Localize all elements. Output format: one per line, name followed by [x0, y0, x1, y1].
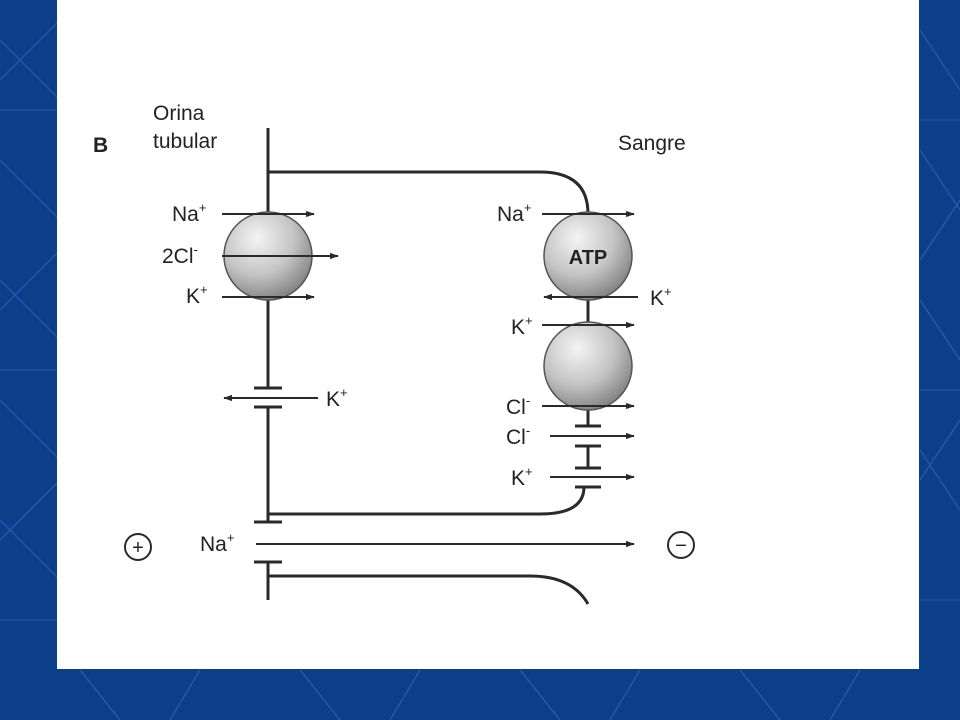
apical-k-channel-label: K+: [326, 385, 348, 411]
neighbor-cell-outline: [268, 574, 590, 605]
kcc-transporter: [543, 321, 633, 411]
blood-label: Sangre: [618, 132, 686, 155]
positive-potential-symbol: +: [132, 537, 144, 559]
cell-outline-bottom: [268, 486, 586, 516]
basolateral-k-channel-label: K+: [511, 464, 533, 490]
positive-potential-icon: [124, 533, 152, 561]
negative-potential-icon: [667, 531, 695, 559]
na-k-atpase-pump: [543, 211, 633, 301]
basolateral-k-pump-label: K+: [650, 284, 672, 310]
negative-potential-symbol: −: [675, 535, 687, 557]
apical-cl-label: 2Cl-: [162, 242, 198, 268]
lumen-label-line2: tubular: [153, 130, 217, 153]
slide-panel: [57, 0, 919, 669]
apical-k-label: K+: [186, 282, 208, 308]
atp-label: ATP: [569, 247, 608, 269]
basolateral-k-cotrans-label: K+: [511, 313, 533, 339]
lumen-label-line1: Orina: [153, 102, 205, 125]
paracellular-na-label: Na+: [200, 530, 234, 556]
basolateral-na-label: Na+: [497, 200, 531, 226]
cell-outline-top: [268, 170, 590, 215]
basolateral-cl-cotrans-label: Cl-: [506, 393, 530, 419]
basolateral-cl-channel-label: Cl-: [506, 423, 530, 449]
apical-na-label: Na+: [172, 200, 206, 226]
panel-label: B: [93, 134, 108, 157]
